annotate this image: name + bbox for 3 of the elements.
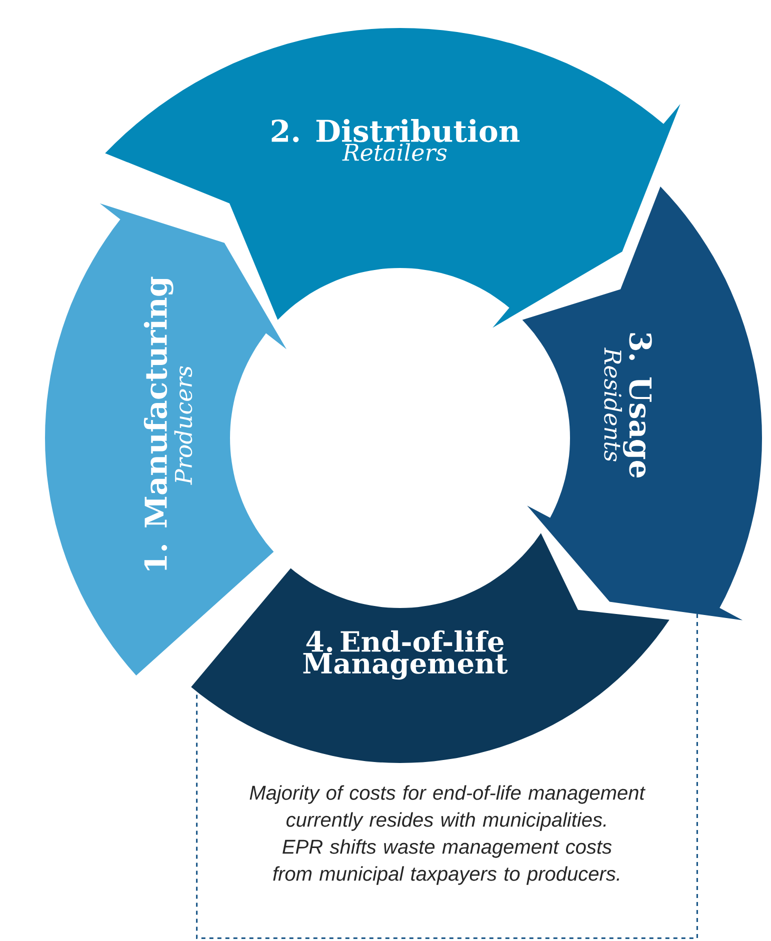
arrow-segment: 4. End-of-life Management xyxy=(191,533,670,763)
arrow-segment: 1. Manufacturing Producers xyxy=(45,203,286,676)
arrow-segment: 3. Usage Residents xyxy=(522,186,762,620)
